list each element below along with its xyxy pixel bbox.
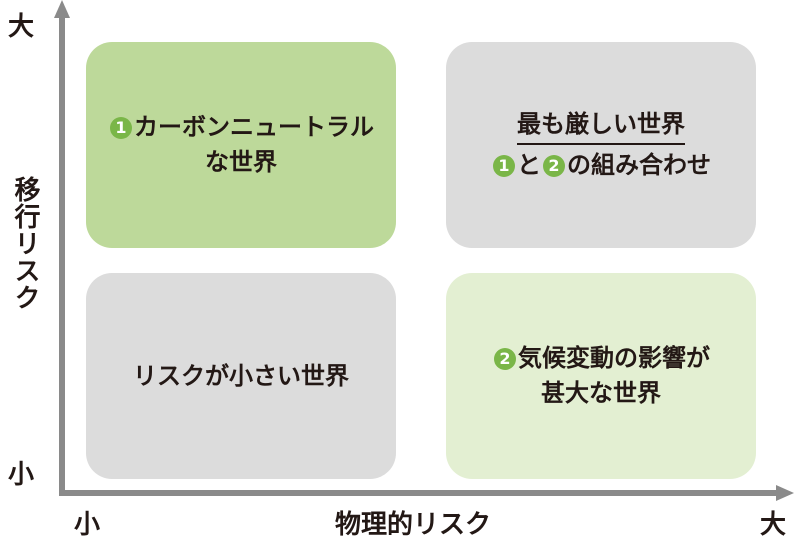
quadrant-bottom-right-line2: 甚大な世界	[541, 379, 661, 407]
quadrant-bottom-left-line1: リスクが小さい世界	[133, 361, 349, 390]
y-axis-line	[59, 14, 65, 496]
x-axis-line	[59, 490, 779, 496]
number-one-badge: 1	[110, 117, 132, 140]
x-axis-title: 物理的リスク	[335, 510, 492, 540]
quadrant-top-right-line1: 最も厳しい世界	[517, 107, 685, 145]
quadrant-top-left-line2: な世界	[205, 148, 277, 176]
y-axis-arrowhead	[54, 0, 70, 18]
number-two-badge: 2	[494, 348, 516, 371]
quadrant-bottom-left: リスクが小さい世界	[86, 273, 396, 479]
x-axis-low-label: 小	[74, 510, 101, 540]
y-axis-title: 移行リスク	[10, 176, 40, 311]
number-two-badge: 2	[543, 155, 565, 177]
y-axis-low-label: 小	[8, 460, 35, 490]
y-axis-high-label: 大	[8, 12, 35, 42]
x-axis-arrowhead	[776, 485, 794, 501]
x-axis-high-label: 大	[760, 510, 787, 540]
number-one-badge: 1	[493, 155, 515, 177]
